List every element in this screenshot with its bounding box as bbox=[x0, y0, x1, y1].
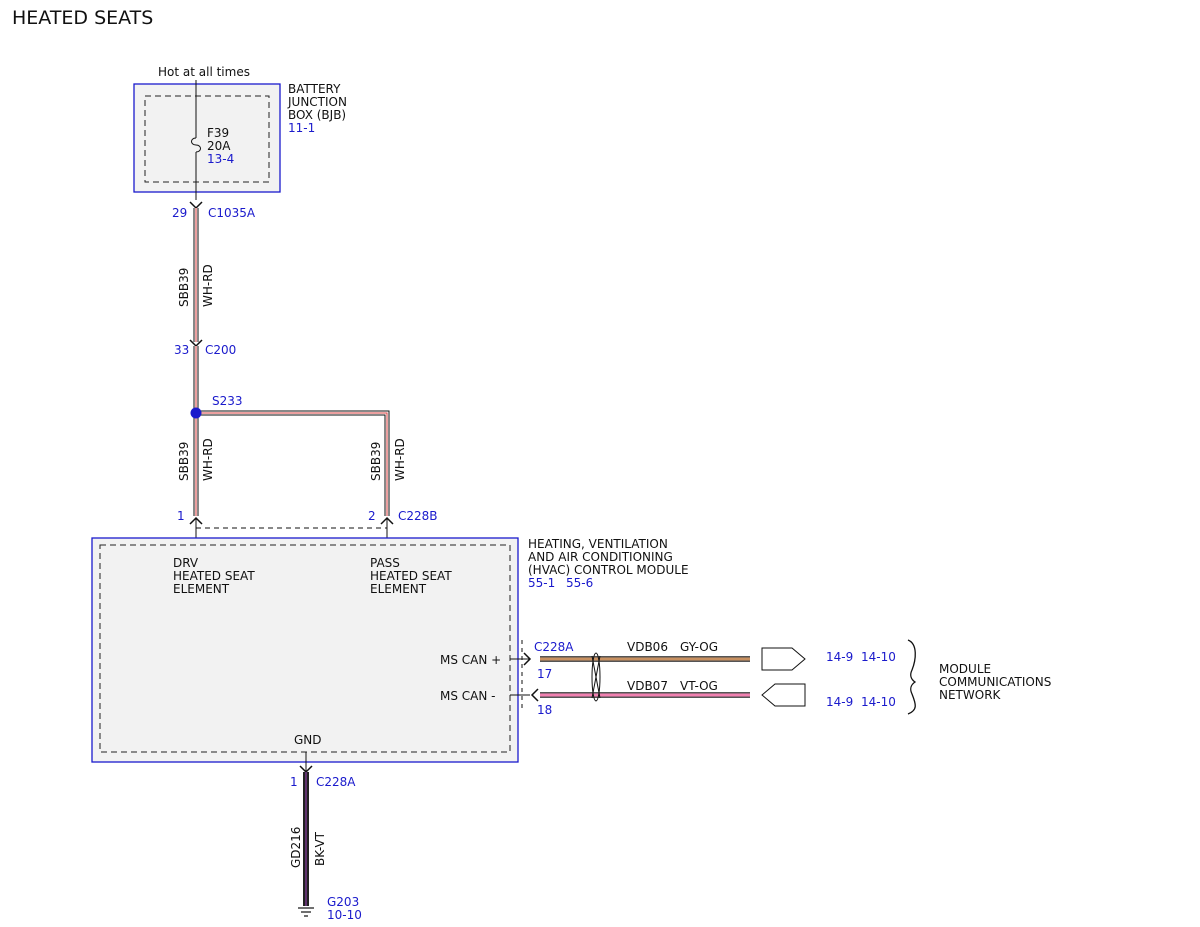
bjb-name-line2: JUNCTION bbox=[287, 95, 347, 109]
pass-element-line3: ELEMENT bbox=[370, 582, 427, 596]
connector-c228a-can-plus-symbol bbox=[523, 652, 532, 666]
c228b-pin-pass: 2 bbox=[368, 509, 376, 523]
hvac-control-module bbox=[91, 537, 519, 763]
battery-junction-box bbox=[133, 83, 281, 193]
c228a-connector-gnd: C228A bbox=[316, 775, 356, 789]
can-low-circuit: VDB07 bbox=[627, 679, 668, 693]
fuse-id: F39 bbox=[207, 126, 229, 140]
can-high-ref1: 14-9 bbox=[826, 650, 853, 664]
c1035a-pin: 29 bbox=[172, 206, 187, 220]
can-low-color: VT-OG bbox=[680, 679, 718, 693]
c228b-pin-drv: 1 bbox=[177, 509, 185, 523]
network-line2: COMMUNICATIONS bbox=[939, 675, 1051, 689]
c228a-pin-17: 17 bbox=[537, 667, 552, 681]
ground-wire-circuit: GD216 bbox=[289, 827, 303, 868]
drv-element-line1: DRV bbox=[173, 556, 199, 570]
fuse-rating: 20A bbox=[207, 139, 231, 153]
drv-element-line2: HEATED SEAT bbox=[173, 569, 255, 583]
splice-id: S233 bbox=[212, 394, 243, 408]
bjb-name-line1: BATTERY bbox=[288, 82, 341, 96]
offpage-arrow-can-high bbox=[761, 647, 806, 671]
ground-symbol-icon bbox=[298, 907, 314, 917]
wire-wh-rd-pass bbox=[196, 410, 390, 516]
c228b-connector: C228B bbox=[398, 509, 438, 523]
hvac-name-line1: HEATING, VENTILATION bbox=[528, 537, 668, 551]
power-source-label: Hot at all times bbox=[158, 65, 250, 79]
network-brace bbox=[907, 639, 917, 715]
pass-wire-circuit: SBB39 bbox=[369, 442, 383, 481]
ground-wire-color: BK-VT bbox=[313, 831, 327, 866]
drv-wire-circuit: SBB39 bbox=[177, 442, 191, 481]
c228a-pin-18: 18 bbox=[537, 703, 552, 717]
fuse-symbol bbox=[191, 137, 201, 153]
connector-c1035a-symbol bbox=[189, 201, 203, 210]
c200-pin: 33 bbox=[174, 343, 189, 357]
ms-can-minus-label: MS CAN - bbox=[440, 689, 496, 703]
network-line3: NETWORK bbox=[939, 688, 1002, 702]
hvac-name-line3: (HVAC) CONTROL MODULE bbox=[528, 563, 689, 577]
diagram-title: HEATED SEATS bbox=[12, 7, 153, 29]
upper-wire-circuit: SBB39 bbox=[177, 268, 191, 307]
drv-element-line3: ELEMENT bbox=[173, 582, 230, 596]
c228a-pin-gnd: 1 bbox=[290, 775, 298, 789]
c1035a-connector: C1035A bbox=[208, 206, 256, 220]
can-high-color: GY-OG bbox=[680, 640, 718, 654]
offpage-arrow-can-low bbox=[761, 683, 806, 707]
connector-c228a-can-minus-symbol bbox=[530, 688, 539, 702]
gnd-label: GND bbox=[294, 733, 322, 747]
twisted-pair-symbol bbox=[591, 652, 601, 702]
ms-can-plus-label: MS CAN + bbox=[440, 653, 501, 667]
pass-wire-color: WH-RD bbox=[393, 438, 407, 481]
pass-element-line2: HEATED SEAT bbox=[370, 569, 452, 583]
splice-s233-dot bbox=[190, 407, 202, 419]
hvac-ref1: 55-1 bbox=[528, 576, 555, 590]
ground-id: G203 bbox=[327, 895, 359, 909]
fuse-ref: 13-4 bbox=[207, 152, 234, 166]
bjb-name-line3: BOX (BJB) bbox=[288, 108, 346, 122]
bjb-ref: 11-1 bbox=[288, 121, 315, 135]
can-high-ref2: 14-10 bbox=[861, 650, 896, 664]
upper-wire-color: WH-RD bbox=[201, 264, 215, 307]
can-low-ref1: 14-9 bbox=[826, 695, 853, 709]
can-high-circuit: VDB06 bbox=[627, 640, 668, 654]
ground-ref: 10-10 bbox=[327, 908, 362, 922]
hvac-name-line2: AND AIR CONDITIONING bbox=[528, 550, 673, 564]
c200-connector: C200 bbox=[205, 343, 236, 357]
network-line1: MODULE bbox=[939, 662, 991, 676]
c228a-connector-can: C228A bbox=[534, 640, 574, 654]
pass-element-line1: PASS bbox=[370, 556, 400, 570]
can-low-ref2: 14-10 bbox=[861, 695, 896, 709]
hvac-ref2: 55-6 bbox=[566, 576, 593, 590]
drv-wire-color: WH-RD bbox=[201, 438, 215, 481]
